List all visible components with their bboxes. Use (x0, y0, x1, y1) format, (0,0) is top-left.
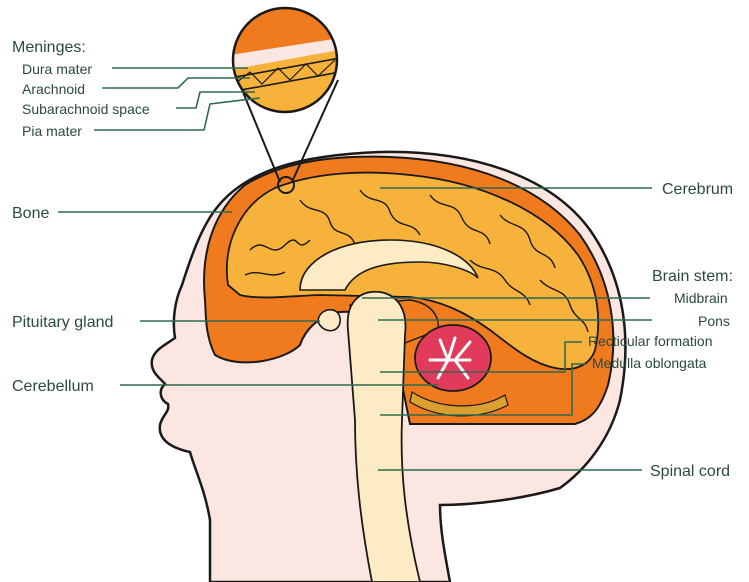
label-meninges: Meninges: (12, 39, 86, 56)
label-bone: Bone (12, 205, 49, 222)
label-dura-mater: Dura mater (22, 61, 92, 77)
label-reticular-formation: Recticular formation (588, 333, 713, 349)
label-spinal-cord: Spinal cord (650, 463, 730, 480)
label-pia-mater: Pia mater (22, 123, 82, 139)
label-arachnoid: Arachnoid (22, 81, 85, 97)
meninges-inset (230, 5, 340, 125)
label-brain-stem: Brain stem: (652, 268, 733, 285)
cerebellum-shape (415, 325, 491, 391)
label-midbrain: Midbrain (674, 290, 728, 306)
label-medulla-oblongata: Medulla oblongata (592, 355, 707, 371)
label-pituitary-gland: Pituitary gland (12, 314, 113, 331)
label-pons: Pons (698, 313, 730, 329)
label-cerebellum: Cerebellum (12, 378, 94, 395)
label-subarachnoid-space: Subarachnoid space (22, 101, 150, 117)
pituitary-gland-shape (318, 310, 340, 331)
label-cerebrum: Cerebrum (662, 181, 733, 198)
